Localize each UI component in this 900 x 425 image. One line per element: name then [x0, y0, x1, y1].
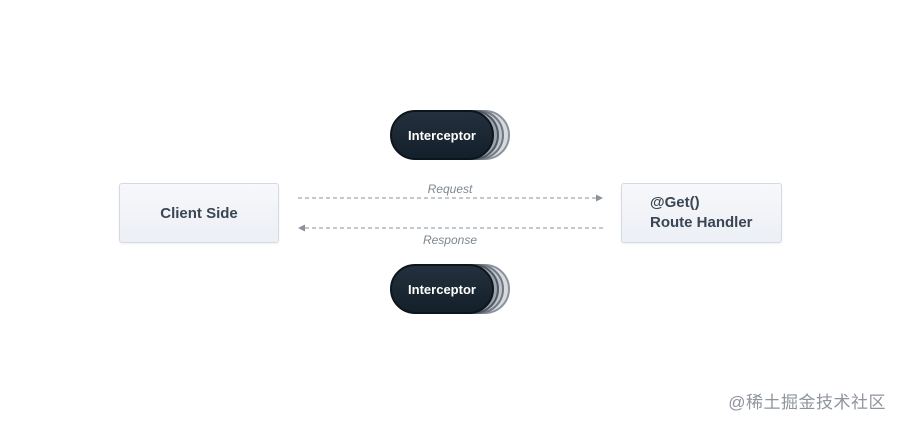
interceptor-top: Interceptor: [390, 110, 512, 160]
response-arrow: [298, 224, 603, 232]
response-label: Response: [422, 233, 478, 247]
client-side-label: Client Side: [160, 204, 238, 222]
get-decorator-label: @Get(): [650, 194, 700, 211]
route-handler-label: Route Handler: [650, 214, 753, 231]
interceptor-bottom-pill: Interceptor: [390, 264, 494, 314]
interceptor-bottom: Interceptor: [390, 264, 512, 314]
route-handler-box: @Get() Route Handler: [621, 183, 782, 243]
request-arrow: [298, 194, 603, 202]
interceptor-top-pill: Interceptor: [390, 110, 494, 160]
interceptor-bottom-label: Interceptor: [408, 281, 476, 297]
request-label: Request: [427, 182, 473, 196]
client-side-box: Client Side: [119, 183, 279, 243]
interceptor-top-label: Interceptor: [408, 127, 476, 143]
watermark-text: @稀土掘金技术社区: [728, 393, 886, 412]
